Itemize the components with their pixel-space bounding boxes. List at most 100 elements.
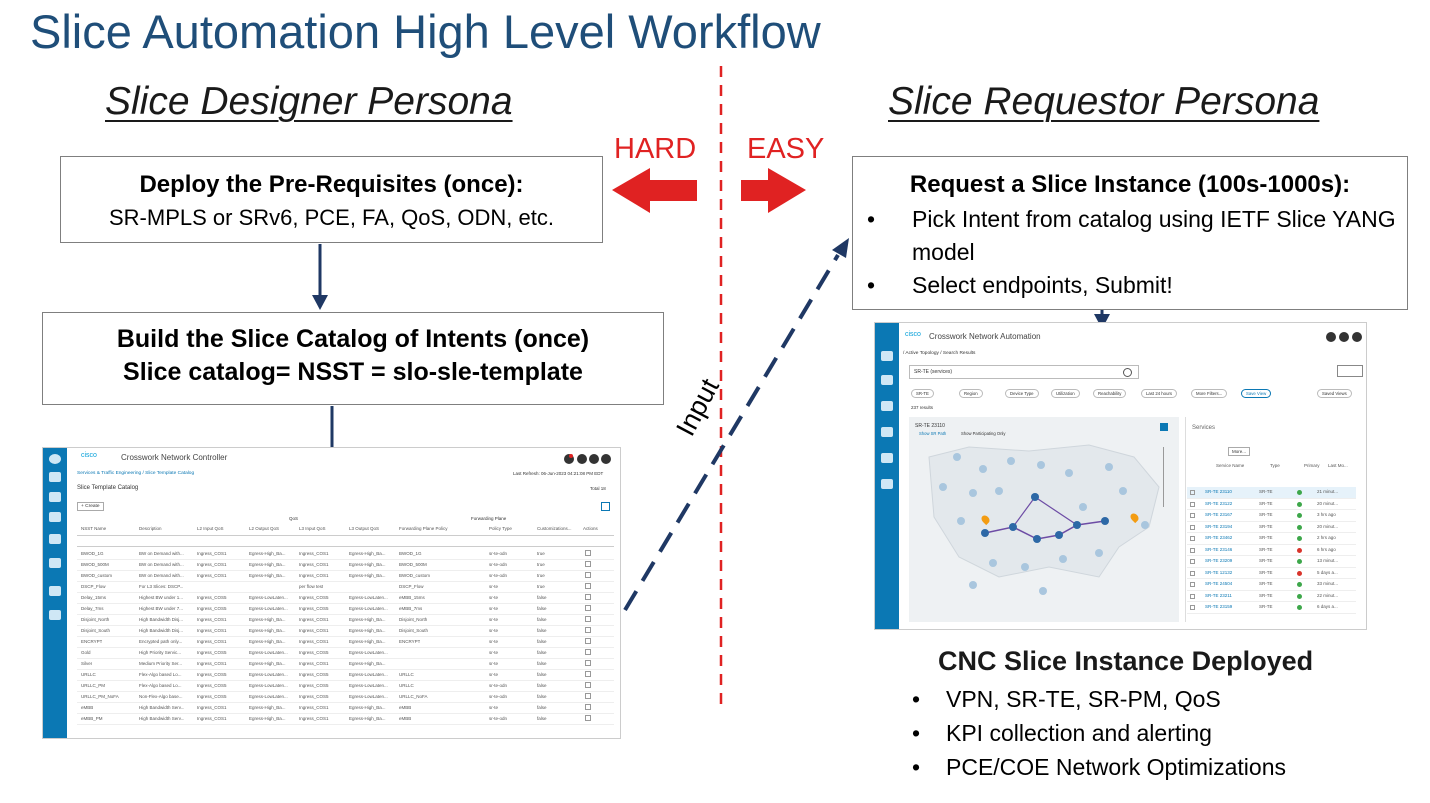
row-actions-icon [585, 550, 591, 556]
filter-chip[interactable]: More Filters... [1191, 389, 1228, 398]
prerequisites-text: SR-MPLS or SRv6, PCE, FA, QoS, ODN, etc. [108, 205, 554, 230]
cisco-logo: cisco [81, 452, 97, 459]
row-actions-icon [585, 616, 591, 622]
filter-chip[interactable]: Save View [1241, 389, 1272, 398]
row-actions-icon [585, 583, 591, 589]
show-participating[interactable]: Show Participating Only [961, 431, 1006, 436]
zoom-control[interactable] [1163, 447, 1169, 507]
row-checkbox [1190, 582, 1195, 587]
selected-service: SR-TE 23110 [915, 423, 945, 429]
catalog-heading: Build the Slice Catalog of Intents (once… [116, 325, 590, 353]
list-item: •PCE/COE Network Optimizations [912, 754, 1286, 780]
row-actions-icon [585, 682, 591, 688]
easy-arrow-icon [741, 168, 806, 213]
map-layer-icon[interactable] [1160, 423, 1168, 431]
network-icon [49, 512, 61, 522]
search-icon [1326, 332, 1336, 342]
app-title: Crosswork Network Automation [929, 332, 1041, 341]
filter-chip[interactable]: Last 24 hours [1141, 389, 1178, 398]
filter-icon[interactable] [601, 502, 610, 511]
user-icon [1352, 332, 1362, 342]
device-management-icon [881, 453, 893, 463]
cnc-deployed-title: CNC Slice Instance Deployed [938, 646, 1314, 676]
row-actions-icon [585, 660, 591, 666]
sr-path [984, 520, 1106, 540]
help-icon [1339, 332, 1349, 342]
row-checkbox [1190, 593, 1195, 599]
filter-chip[interactable]: SR-TE [911, 389, 934, 398]
topology-map[interactable]: SR-TE 23110 Show SR Path Show Participat… [909, 417, 1179, 622]
breadcrumb[interactable]: / Active Topology / Search Results [903, 351, 976, 356]
header-icons [1326, 332, 1362, 342]
request-bullets: •Pick Intent from catalog using IETF Sli… [853, 203, 1407, 302]
header-icons [564, 454, 611, 464]
row-actions-icon [585, 704, 591, 710]
row-actions-icon [585, 561, 591, 567]
hard-label: HARD [614, 133, 697, 165]
view-toggle[interactable] [1337, 365, 1363, 377]
filter-row[interactable] [77, 538, 614, 547]
total-count: Total 18 [590, 486, 606, 491]
filter-chip[interactable]: Device Type [1005, 389, 1039, 398]
list-item: •VPN, SR-TE, SR-PM, QoS [912, 686, 1221, 712]
prerequisites-box: Deploy the Pre-Requisites (once): SR-MPL… [60, 156, 603, 243]
row-checkbox [1190, 559, 1195, 564]
topology-icon [881, 375, 893, 385]
filter-chip[interactable]: Utilization [1051, 389, 1080, 398]
row-checkbox [1190, 536, 1195, 541]
cnc-deployed-list: •VPN, SR-TE, SR-PM, QoS •KPI collection … [912, 682, 1286, 784]
search-input[interactable]: SR-TE (services) [909, 365, 1139, 379]
row-actions-icon [585, 627, 591, 633]
home-icon [49, 472, 61, 482]
optimization-icon [881, 401, 893, 411]
breadcrumb[interactable]: Services & Traffic Engineering / Slice T… [77, 471, 195, 476]
filter-chip[interactable]: Saved Views [1317, 389, 1352, 398]
more-button[interactable]: More... [1228, 447, 1251, 456]
status-icon [1297, 513, 1302, 518]
request-box: Request a Slice Instance (100s-1000s): •… [852, 156, 1408, 310]
create-button[interactable]: + Create [77, 502, 104, 511]
designer-persona-heading: Slice Designer Persona [105, 80, 513, 123]
services-panel: Services More... Service Name Type Prima… [1185, 417, 1363, 622]
search-icon[interactable] [1123, 368, 1132, 377]
row-actions-icon [585, 594, 591, 600]
status-icon [1297, 501, 1302, 507]
filter-chip[interactable]: Region [959, 389, 983, 398]
row-checkbox [1190, 501, 1195, 507]
logo-icon [49, 454, 61, 464]
table-header: NSST Name Description L2 Input QoS L2 Ou… [77, 524, 614, 536]
row-actions-icon [585, 671, 591, 677]
filter-chip[interactable]: Reachability [1093, 389, 1127, 398]
device-management-icon [49, 586, 61, 596]
show-sr-path[interactable]: Show SR Path [919, 431, 947, 436]
status-icon [1297, 547, 1302, 553]
